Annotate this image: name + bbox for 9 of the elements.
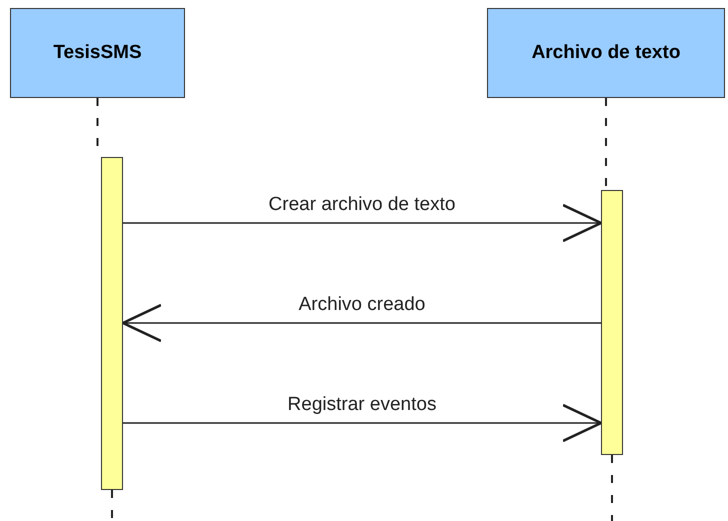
message-arrow: [123, 204, 602, 242]
message-arrow: [123, 404, 602, 442]
activation-bar: [101, 157, 123, 490]
message-arrow: [122, 304, 601, 342]
participant-name: TesisSMS: [53, 42, 142, 64]
lifeline-head-box: [10, 8, 185, 98]
participant-name: Archivo de texto: [532, 42, 680, 64]
activation-bar: [601, 190, 623, 455]
lifeline-head-box: [487, 8, 725, 98]
